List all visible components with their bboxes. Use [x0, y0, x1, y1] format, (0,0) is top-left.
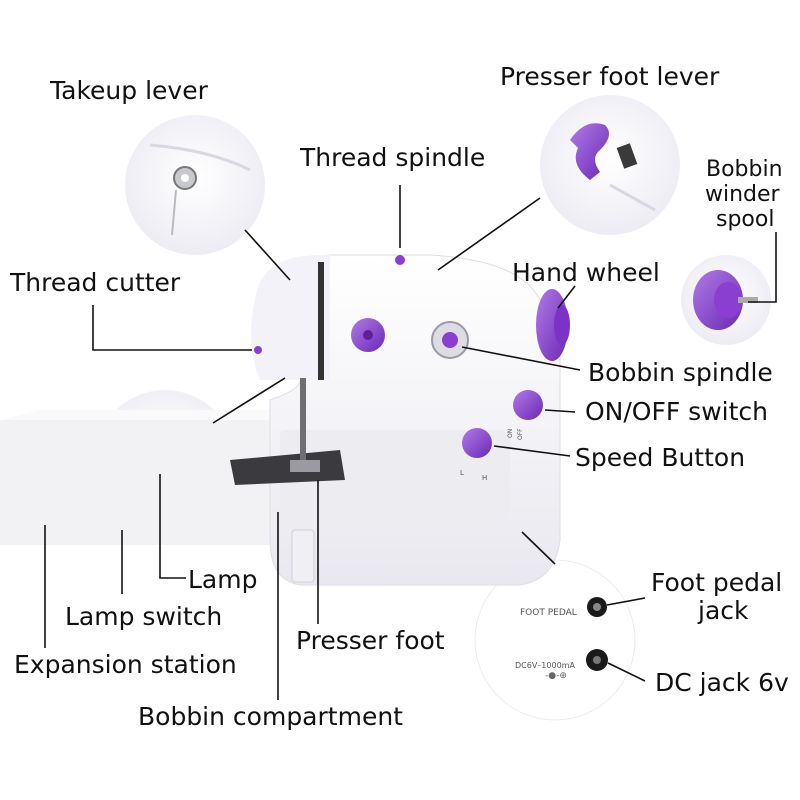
leader-dc-jack [607, 662, 646, 682]
leader-thread-cutter [92, 305, 252, 351]
bobbin-winder-spool-detail-art [693, 270, 758, 330]
leader-takeup-lever [244, 229, 291, 281]
label-presser-foot-lever: Presser foot lever [500, 62, 720, 91]
label-thread-spindle: Thread spindle [300, 143, 486, 172]
leader-hand-wheel [557, 285, 576, 309]
label-on-off-switch: ON/OFF switch [585, 397, 768, 426]
leader-on-off-switch [544, 409, 576, 413]
label-expansion-station: Expansion station [14, 650, 237, 679]
label-hand-wheel: Hand wheel [512, 258, 660, 287]
label-bobbin-winder-spool-1: Bobbin [706, 157, 783, 182]
label-foot-pedal-jack-1: Foot pedal [651, 568, 783, 597]
panel-dc-rating-text: DC6V–1000mA [515, 661, 575, 670]
label-foot-pedal-jack-2: jack [698, 596, 749, 625]
label-bobbin-compartment: Bobbin compartment [138, 702, 403, 731]
label-dc-jack: DC jack 6v [655, 668, 789, 697]
leader-lamp [159, 474, 186, 579]
machine-body [230, 254, 570, 586]
jack-panel-detail-art: -●-⊕ [545, 597, 608, 681]
label-bobbin-winder-spool-3: spool [716, 207, 775, 232]
label-speed-button: Speed Button [575, 443, 746, 472]
presser-foot-lever-detail [540, 95, 680, 235]
leader-lines [44, 185, 777, 700]
label-thread-cutter: Thread cutter [10, 268, 181, 297]
panel-high-text: H [482, 474, 487, 482]
panel-on-text: ON [507, 429, 514, 438]
takeup-lever-detail-art [149, 143, 251, 236]
label-lamp-switch: Lamp switch [65, 602, 223, 631]
leader-bobbin-winder-spool [748, 232, 777, 303]
leader-bobbin-spindle [461, 346, 581, 371]
label-bobbin-spindle: Bobbin spindle [588, 358, 773, 387]
panel-low-text: L [460, 469, 464, 477]
label-takeup-lever: Takeup lever [50, 76, 208, 105]
leader-lamp-circle [212, 377, 286, 424]
presser-foot-lever-detail-art [570, 123, 656, 212]
svg-text:-●-⊕: -●-⊕ [545, 671, 567, 681]
panel-foot-pedal-text: FOOT PEDAL [520, 608, 577, 618]
leader-foot-pedal-jack [606, 597, 646, 606]
panel-off-text: OFF [517, 428, 524, 440]
takeup-lever-detail [125, 115, 265, 255]
label-lamp: Lamp [188, 565, 258, 594]
label-presser-foot: Presser foot [296, 626, 445, 655]
leader-presser-foot-lever [437, 197, 541, 271]
label-bobbin-winder-spool-2: winder [705, 182, 780, 207]
leader-speed-button [493, 445, 571, 457]
leader-jack-panel [521, 531, 556, 565]
